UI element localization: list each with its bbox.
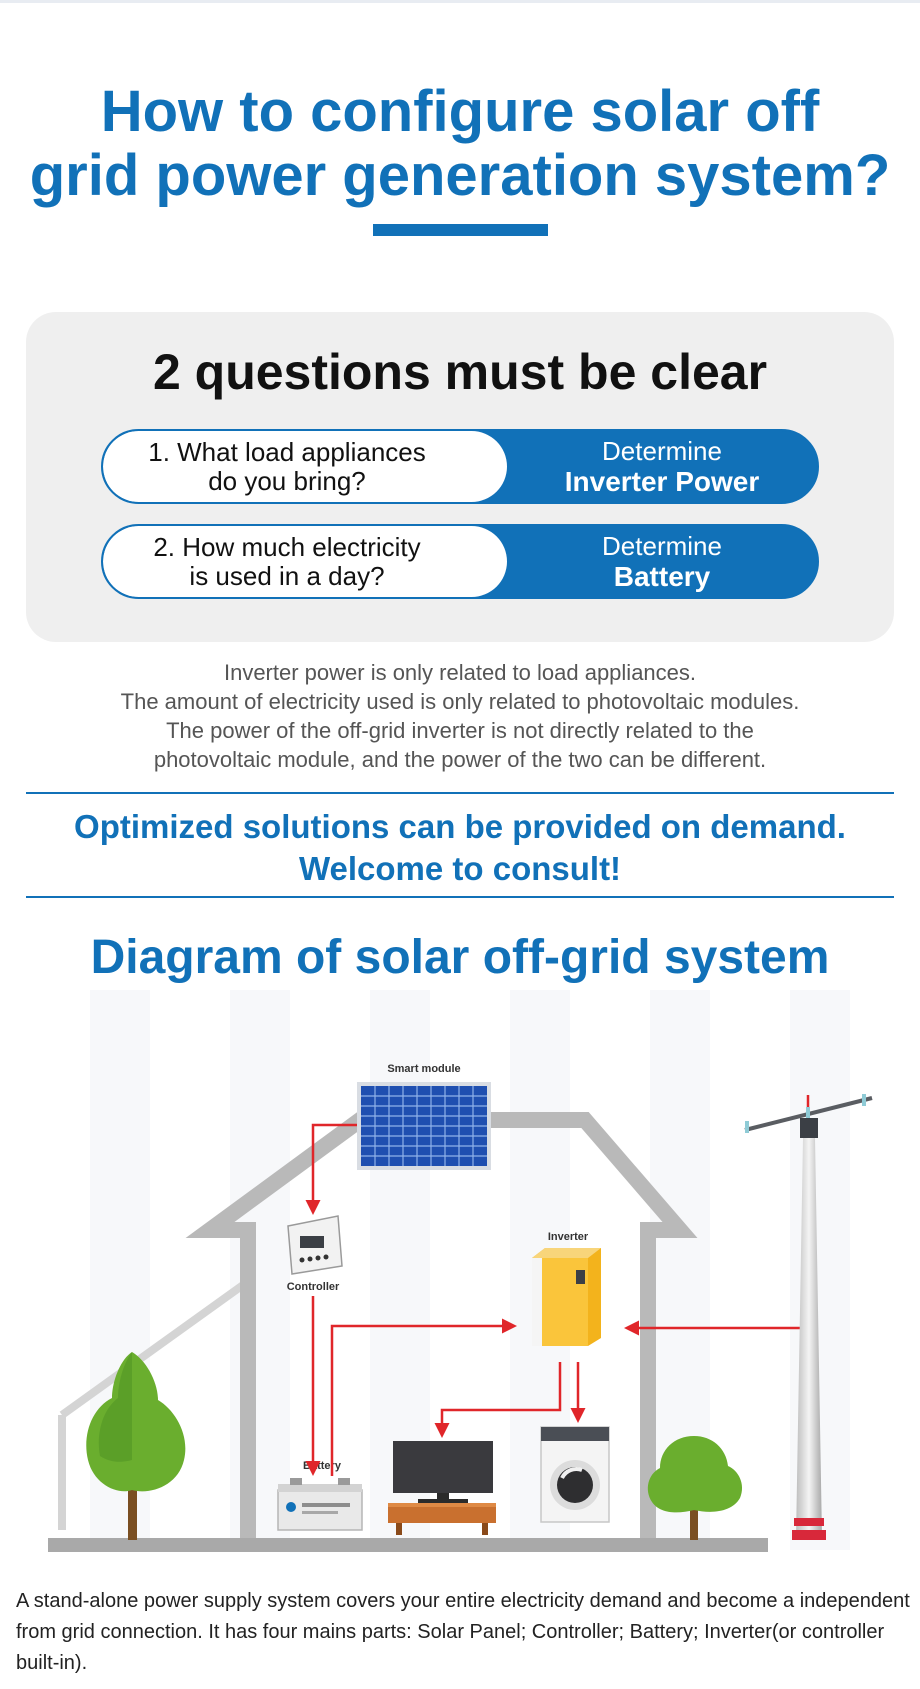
page-title: How to configure solar off grid power ge… xyxy=(0,80,920,208)
consult-divider-top xyxy=(26,792,894,794)
system-description: A stand-alone power supply system covers… xyxy=(16,1590,910,1674)
questions-panel: 2 questions must be clear 1. What load a… xyxy=(26,312,894,642)
top-divider xyxy=(0,0,920,3)
question-pill-1: 1. What load appliances do you bring? De… xyxy=(101,429,819,504)
consult-divider-bottom xyxy=(26,896,894,898)
note-line-4: photovoltaic module, and the power of th… xyxy=(153,747,767,772)
consult-line-2: Welcome to consult! xyxy=(298,850,622,887)
controller-icon xyxy=(287,1215,343,1275)
answer-2-line-2: Battery xyxy=(613,560,711,592)
label-battery: Battery xyxy=(303,1460,342,1472)
note-line-1: Inverter power is only related to load a… xyxy=(223,660,697,685)
page-title-line-1: How to configure solar off xyxy=(100,79,820,144)
consult-line-1: Optimized solutions can be provided on d… xyxy=(74,808,846,845)
system-diagram: Smart module Controller Inverter Battery xyxy=(48,990,873,1552)
answer-1: Determine Inverter Power xyxy=(507,431,817,502)
answer-2: Determine Battery xyxy=(507,526,817,597)
utility-pole-icon xyxy=(744,1094,873,1540)
answer-1-line-2: Inverter Power xyxy=(564,465,760,497)
question-2-line-1: 2. How much electricity xyxy=(153,531,421,562)
ground-line xyxy=(48,1538,768,1552)
notes-block: Inverter power is only related to load a… xyxy=(0,658,920,774)
question-1-line-1: 1. What load appliances xyxy=(148,436,426,467)
answer-1-line-1: Determine xyxy=(602,435,722,466)
question-2-text: 2. How much electricity is used in a day… xyxy=(103,526,507,597)
question-2-line-2: is used in a day? xyxy=(189,560,385,591)
washing-machine-icon xyxy=(540,1426,610,1523)
label-controller: Controller xyxy=(287,1281,340,1293)
page-title-line-2: grid power generation system? xyxy=(29,143,891,208)
label-inverter: Inverter xyxy=(548,1231,589,1243)
house-outline-back xyxy=(58,1276,253,1530)
consult-message: Optimized solutions can be provided on d… xyxy=(0,806,920,890)
battery-icon xyxy=(277,1478,363,1531)
note-line-3: The power of the off-grid inverter is no… xyxy=(166,718,754,743)
question-1-text: 1. What load appliances do you bring? xyxy=(103,431,507,502)
label-smart-module: Smart module xyxy=(387,1063,460,1075)
tree-right-icon xyxy=(647,1436,743,1540)
answer-2-line-1: Determine xyxy=(602,530,722,561)
diagram-title: Diagram of solar off-grid system xyxy=(90,931,830,984)
inverter-icon xyxy=(532,1248,601,1346)
question-pill-2: 2. How much electricity is used in a day… xyxy=(101,524,819,599)
title-underline xyxy=(373,224,548,236)
question-1-line-2: do you bring? xyxy=(208,465,366,496)
questions-heading: 2 questions must be clear xyxy=(152,344,768,400)
television-icon xyxy=(388,1441,496,1535)
note-line-2: The amount of electricity used is only r… xyxy=(120,689,800,714)
tree-left-icon xyxy=(86,1352,186,1540)
solar-panel-icon xyxy=(357,1082,491,1170)
